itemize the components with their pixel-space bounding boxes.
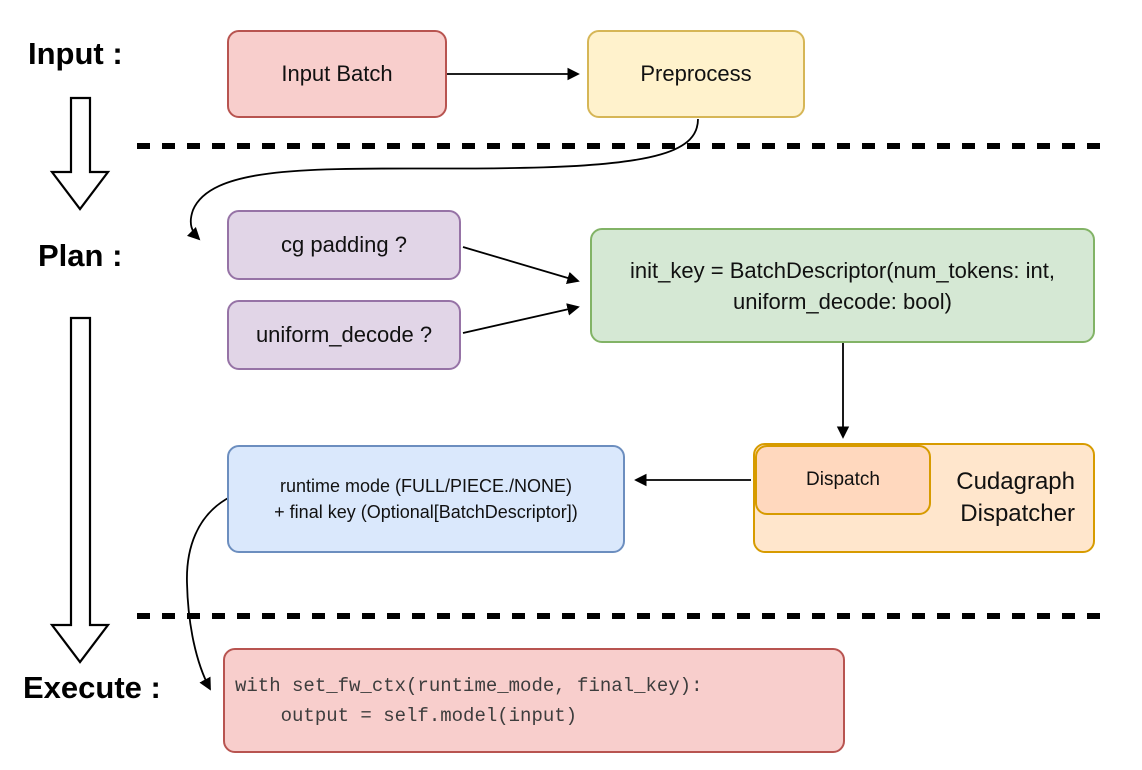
down-arrow-input-to-plan-icon [49,96,111,211]
stage-label-plan: Plan : [38,238,123,273]
separator-plan-execute [137,613,1105,619]
node-preprocess: Preprocess [587,30,805,118]
node-init-key-line1: init_key = BatchDescriptor(num_tokens: i… [630,257,1055,283]
node-init-key: init_key = BatchDescriptor(num_tokens: i… [590,228,1095,343]
node-execute-code: with set_fw_ctx(runtime_mode, final_key)… [223,648,845,753]
node-runtime-line1: runtime mode (FULL/PIECE./NONE) [279,476,573,496]
node-cg-padding: cg padding ? [227,210,461,280]
separator-input-plan [137,143,1105,149]
execute-code-line1: with set_fw_ctx(runtime_mode, final_key)… [235,674,703,697]
node-cudagraph-line2: Dispatcher [960,500,1075,527]
node-dispatch: Dispatch [755,445,931,515]
node-init-key-line2: uniform_decode: bool) [733,288,952,314]
node-input-batch-label: Input Batch [281,61,393,86]
node-uniform-decode-label: uniform_decode ? [255,322,433,347]
node-uniform-decode: uniform_decode ? [227,300,461,370]
node-preprocess-label: Preprocess [640,61,752,86]
execute-code-line2: output = self.model(input) [235,704,578,727]
node-input-batch: Input Batch [227,30,447,118]
stage-label-input: Input : [28,36,123,71]
node-cudagraph-line1: Cudagraph [956,468,1075,495]
node-runtime-result: runtime mode (FULL/PIECE./NONE) + final … [227,445,625,553]
node-runtime-line2: + final key (Optional[BatchDescriptor]) [274,502,578,522]
node-dispatch-label: Dispatch [806,469,880,490]
edge-cg-padding-to-init-key [462,246,580,285]
stage-label-execute: Execute : [23,670,161,705]
down-arrow-plan-to-execute-icon [49,316,111,664]
node-cg-padding-label: cg padding ? [281,232,407,257]
edge-uniform-decode-to-init-key [462,303,580,334]
